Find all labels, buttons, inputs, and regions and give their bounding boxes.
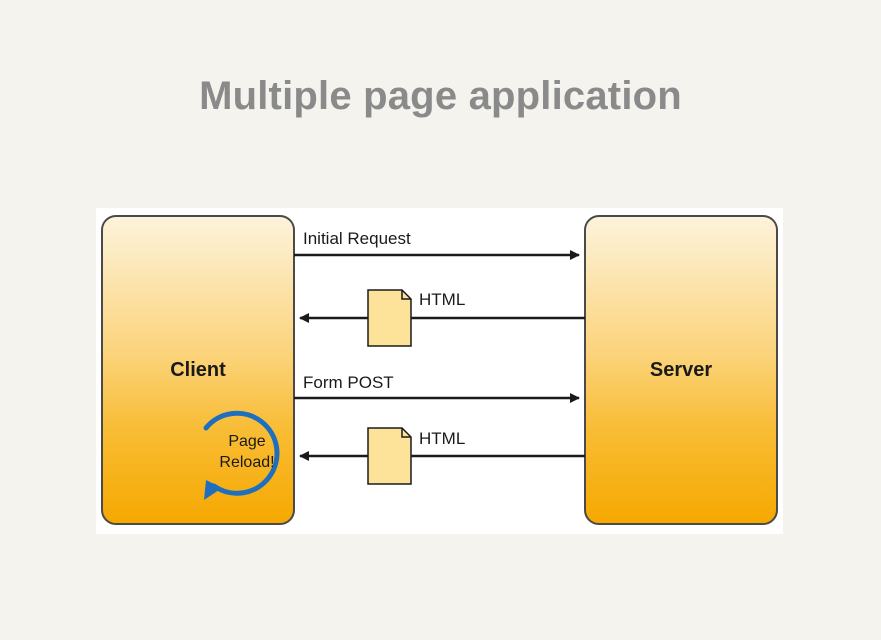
client-box: Client	[101, 215, 295, 525]
html-label-2: HTML	[419, 429, 465, 448]
server-box: Server	[584, 215, 778, 525]
reload-label-line2: Reload!	[219, 454, 274, 471]
form-post-arrow: Form POST	[294, 373, 580, 403]
initial-request-label: Initial Request	[303, 229, 411, 248]
slide-title: Multiple page application	[199, 74, 682, 118]
reload-label-line1: Page	[228, 433, 265, 450]
html-response-arrow-2: HTML	[299, 427, 585, 485]
document-icon	[367, 289, 412, 347]
initial-request-arrow: Initial Request	[294, 229, 580, 260]
reload-icon	[203, 410, 280, 500]
client-label: Client	[170, 359, 226, 381]
html-response-arrow-1: HTML	[299, 289, 585, 347]
diagram-canvas: Client Server Initial Request HTML Form …	[96, 208, 783, 534]
mpa-diagram: Client Server Initial Request HTML Form …	[96, 208, 783, 534]
html-label-1: HTML	[419, 290, 465, 309]
server-label: Server	[650, 359, 712, 381]
document-icon	[367, 427, 412, 485]
form-post-label: Form POST	[303, 373, 394, 392]
